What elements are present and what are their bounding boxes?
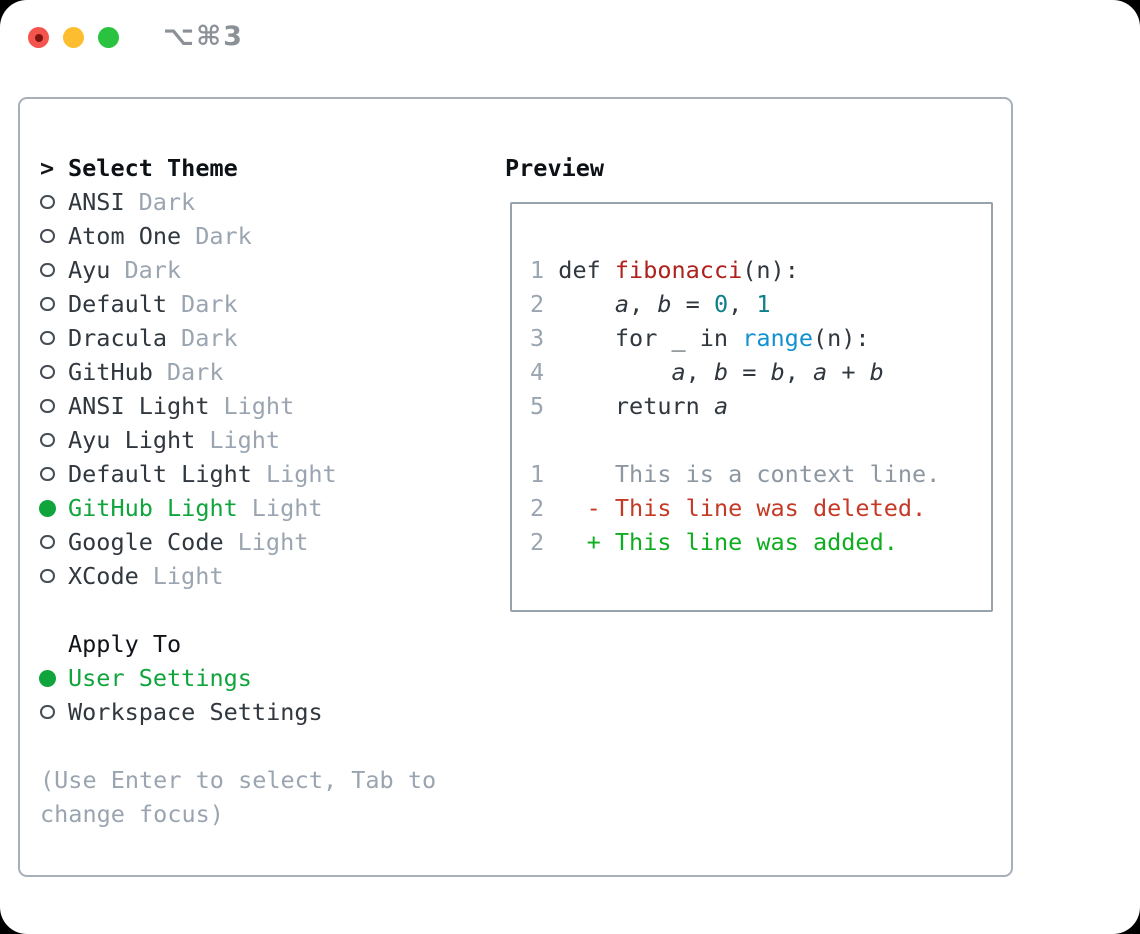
radio-icon: [40, 704, 55, 720]
theme-option-ayu-light[interactable]: Ayu Light Light: [40, 423, 492, 457]
preview-code: 1 def fibonacci(n): 2 a, b = 0, 1 3 for …: [512, 204, 991, 559]
theme-option-label: Google Code: [68, 528, 224, 556]
theme-option-google-code[interactable]: Google Code Light: [40, 525, 492, 559]
spacer: [40, 330, 68, 346]
prompt-caret-icon: >: [40, 154, 55, 182]
minimize-button[interactable]: [63, 27, 84, 48]
radio-icon: [40, 330, 55, 346]
theme-variant-label: Light: [223, 392, 295, 420]
theme-option-label: GitHub: [68, 358, 153, 386]
apply-option-label: User Settings: [68, 664, 252, 692]
theme-option-default-light[interactable]: Default Light Light: [40, 457, 492, 491]
code-line: 5 return a: [530, 392, 729, 420]
theme-variant-label: Dark: [138, 188, 196, 216]
radio-icon: [40, 398, 55, 414]
preview-title: Preview: [505, 154, 605, 182]
spacer: [40, 432, 68, 448]
theme-option-label: ANSI Light: [68, 392, 210, 420]
spacer: [40, 262, 68, 278]
theme-option-dracula[interactable]: Dracula Dark: [40, 321, 492, 355]
spacer: [40, 534, 68, 550]
code-line: 3 for _ in range(n):: [530, 324, 870, 352]
spacer: [40, 364, 68, 380]
theme-option-ansi[interactable]: ANSI Dark: [40, 185, 492, 219]
radio-icon: [40, 194, 55, 210]
spacer: [40, 729, 492, 763]
spacer: [40, 194, 68, 210]
theme-variant-label: Dark: [195, 222, 252, 250]
theme-variant-label: Light: [251, 494, 323, 522]
code-line: 1 This is a context line.: [530, 460, 941, 488]
spacer: [40, 296, 68, 312]
close-button[interactable]: [28, 27, 49, 48]
code-line: 2 + This line was added.: [530, 528, 898, 556]
theme-option-label: Default Light: [68, 460, 252, 488]
spacer: [40, 228, 68, 244]
theme-variant-label: Light: [209, 426, 281, 454]
close-modified-dot-icon: [34, 33, 43, 42]
code-line: 1 def fibonacci(n):: [530, 256, 799, 284]
radio-icon: [40, 534, 55, 550]
theme-option-github[interactable]: GitHub Dark: [40, 355, 492, 389]
theme-variant-label: Dark: [124, 256, 182, 284]
spacer: [39, 499, 68, 517]
zoom-button[interactable]: [98, 27, 119, 48]
theme-option-label: Dracula: [68, 324, 168, 352]
radio-selected-icon: [39, 669, 56, 687]
spacer: [40, 593, 492, 627]
theme-variant-label: Dark: [166, 358, 224, 386]
apply-to-title: Apply To: [68, 630, 182, 658]
radio-icon: [40, 296, 55, 312]
radio-icon: [40, 262, 55, 278]
theme-option-default[interactable]: Default Dark: [40, 287, 492, 321]
radio-icon: [40, 432, 55, 448]
apply-option-user-settings[interactable]: User Settings: [39, 661, 492, 695]
theme-variant-label: Light: [265, 460, 337, 488]
theme-option-ansi-light[interactable]: ANSI Light Light: [40, 389, 492, 423]
theme-option-label: XCode: [68, 562, 139, 590]
select-theme-title: Select Theme: [68, 154, 238, 182]
theme-option-label: ANSI: [68, 188, 125, 216]
theme-variant-label: Dark: [181, 290, 238, 318]
spacer: [40, 398, 68, 414]
theme-option-github-light[interactable]: GitHub Light Light: [39, 491, 492, 525]
spacer: [39, 669, 68, 687]
theme-option-xcode[interactable]: XCode Light: [40, 559, 492, 593]
radio-icon: [40, 568, 55, 584]
apply-option-label: Workspace Settings: [68, 698, 323, 726]
spacer: [40, 704, 68, 720]
spacer: [40, 466, 68, 482]
theme-option-label: GitHub Light: [68, 494, 238, 522]
code-line: 2 a, b = 0, 1: [530, 290, 771, 318]
hint-text: (Use Enter to select, Tab to change focu…: [40, 766, 437, 828]
code-line: 2 - This line was deleted.: [530, 494, 927, 522]
radio-icon: [40, 364, 55, 380]
window-title: ⌥⌘3: [163, 21, 244, 52]
theme-option-label: Ayu: [68, 256, 111, 284]
theme-option-ayu[interactable]: Ayu Dark: [40, 253, 492, 287]
code-line: 4 a, b = b, a + b: [530, 358, 884, 386]
theme-option-label: Atom One: [68, 222, 182, 250]
apply-to-header: Apply To: [40, 627, 492, 661]
radio-selected-icon: [39, 499, 56, 517]
theme-variant-label: Dark: [181, 324, 238, 352]
theme-variant-label: Light: [152, 562, 224, 590]
preview-box: 1 def fibonacci(n): 2 a, b = 0, 1 3 for …: [510, 202, 993, 612]
theme-option-atom-one[interactable]: Atom One Dark: [40, 219, 492, 253]
select-theme-header: > Select Theme: [40, 151, 492, 185]
spacer: [40, 568, 68, 584]
theme-option-label: Ayu Light: [68, 426, 196, 454]
theme-variant-label: Light: [237, 528, 309, 556]
radio-icon: [40, 228, 55, 244]
theme-option-label: Default: [68, 290, 168, 318]
radio-icon: [40, 466, 55, 482]
apply-option-workspace-settings[interactable]: Workspace Settings: [40, 695, 492, 729]
